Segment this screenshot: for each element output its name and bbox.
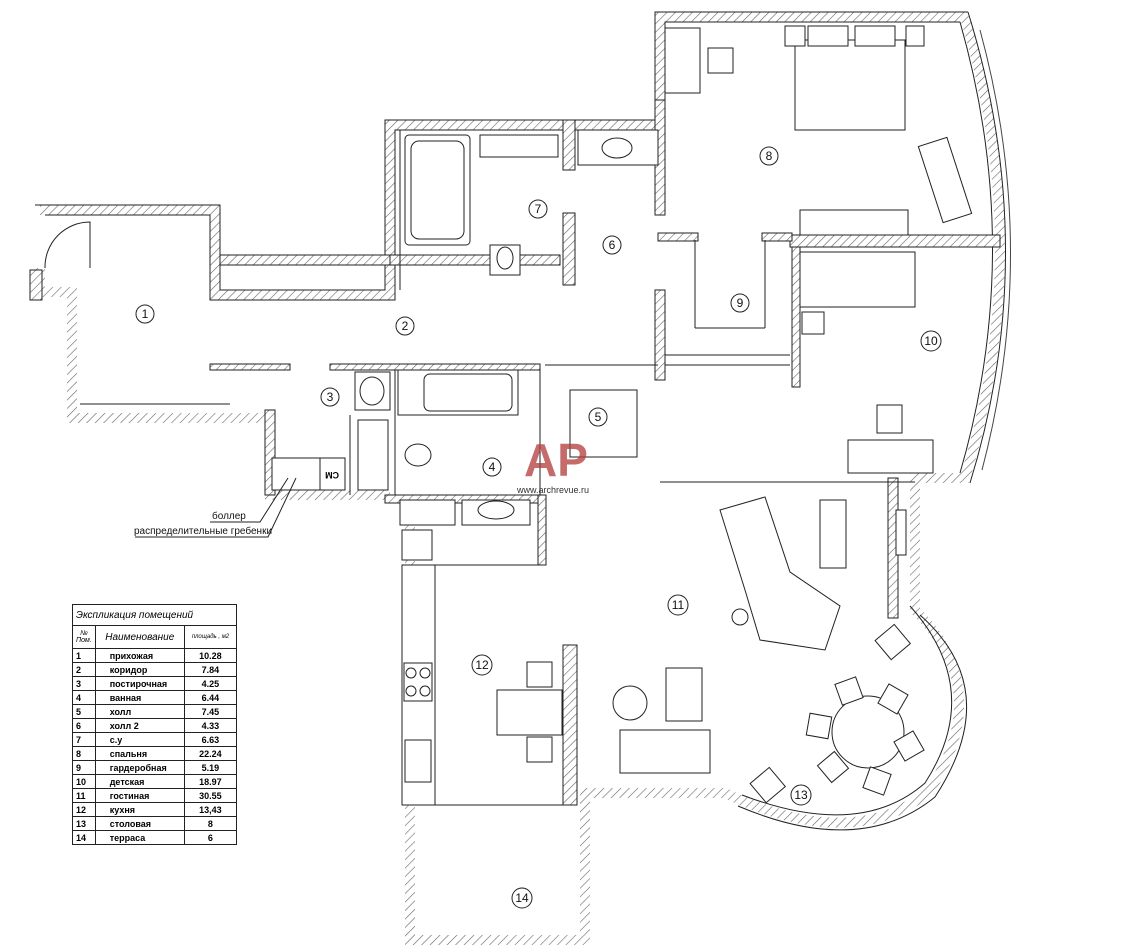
cell-area: 7.84 (183, 662, 238, 677)
cell-number: 12 (72, 802, 96, 817)
watermark-site: www.archrevue.ru (516, 485, 589, 495)
room-schedule-table: Экспликация помещений № Пом. Наименовани… (72, 604, 238, 845)
cell-area: 13,43 (183, 802, 238, 817)
cell-area: 7.45 (183, 704, 238, 719)
cell-name: холл 2 (94, 718, 185, 733)
cell-area: 10.28 (183, 648, 238, 663)
cell-number: 10 (72, 774, 96, 789)
cell-area: 6 (183, 830, 238, 845)
room-number-10: 10 (924, 334, 938, 348)
cell-area: 6.44 (183, 690, 238, 705)
cell-area: 6.63 (183, 732, 238, 747)
cell-number: 3 (72, 676, 96, 691)
room-number-1: 1 (142, 307, 149, 321)
cell-name: гостиная (94, 788, 185, 803)
cell-number: 7 (72, 732, 96, 747)
cell-name: с.у (94, 732, 185, 747)
cell-name: терраса (94, 830, 185, 845)
boiler-label: боллер (212, 510, 246, 522)
room-number-9: 9 (737, 296, 744, 310)
room-number-4: 4 (489, 460, 496, 474)
table-title: Экспликация помещений (72, 604, 237, 626)
cell-area: 18.97 (183, 774, 238, 789)
cell-number: 4 (72, 690, 96, 705)
cell-number: 5 (72, 704, 96, 719)
room-number-12: 12 (475, 658, 489, 672)
room-number-2: 2 (402, 319, 409, 333)
cell-name: холл (94, 704, 185, 719)
cell-number: 13 (72, 816, 96, 831)
cell-area: 22.24 (183, 746, 238, 761)
cell-name: постирочная (94, 676, 185, 691)
cell-name: гардеробная (94, 760, 185, 775)
cell-number: 6 (72, 718, 96, 733)
room-number-7: 7 (535, 202, 542, 216)
watermark-logo: AP (524, 434, 588, 486)
header-name: Наименование (94, 625, 185, 649)
room-number-8: 8 (766, 149, 773, 163)
manifolds-label: распределительные гребенки (134, 525, 272, 537)
cell-name: коридор (94, 662, 185, 677)
room-number-6: 6 (609, 238, 616, 252)
cell-name: столовая (94, 816, 185, 831)
washer-label: СМ (325, 470, 339, 480)
room-number-11: 11 (672, 598, 685, 612)
cell-number: 1 (72, 648, 96, 663)
interior-walls (29, 99, 1001, 806)
cell-number: 9 (72, 760, 96, 775)
furniture (271, 25, 973, 806)
cell-area: 4.25 (183, 676, 238, 691)
room-number-3: 3 (327, 390, 334, 404)
room-number-13: 13 (794, 788, 808, 802)
cell-number: 8 (72, 746, 96, 761)
cell-number: 2 (72, 662, 96, 677)
cell-area: 5.19 (183, 760, 238, 775)
cell-name: детская (94, 774, 185, 789)
room-labels (135, 146, 942, 909)
header-area: площадь , м2 (183, 625, 238, 649)
cell-name: кухня (94, 802, 185, 817)
cell-area: 8 (183, 816, 238, 831)
cell-name: прихожая (94, 648, 185, 663)
cell-area: 4.33 (183, 718, 238, 733)
header-number: № Пом. (72, 625, 96, 649)
cell-number: 11 (72, 788, 96, 803)
room-number-5: 5 (595, 410, 602, 424)
cell-area: 30.55 (183, 788, 238, 803)
cell-number: 14 (72, 830, 96, 845)
cell-name: спальня (94, 746, 185, 761)
cell-name: ванная (94, 690, 185, 705)
room-number-14: 14 (515, 891, 529, 905)
